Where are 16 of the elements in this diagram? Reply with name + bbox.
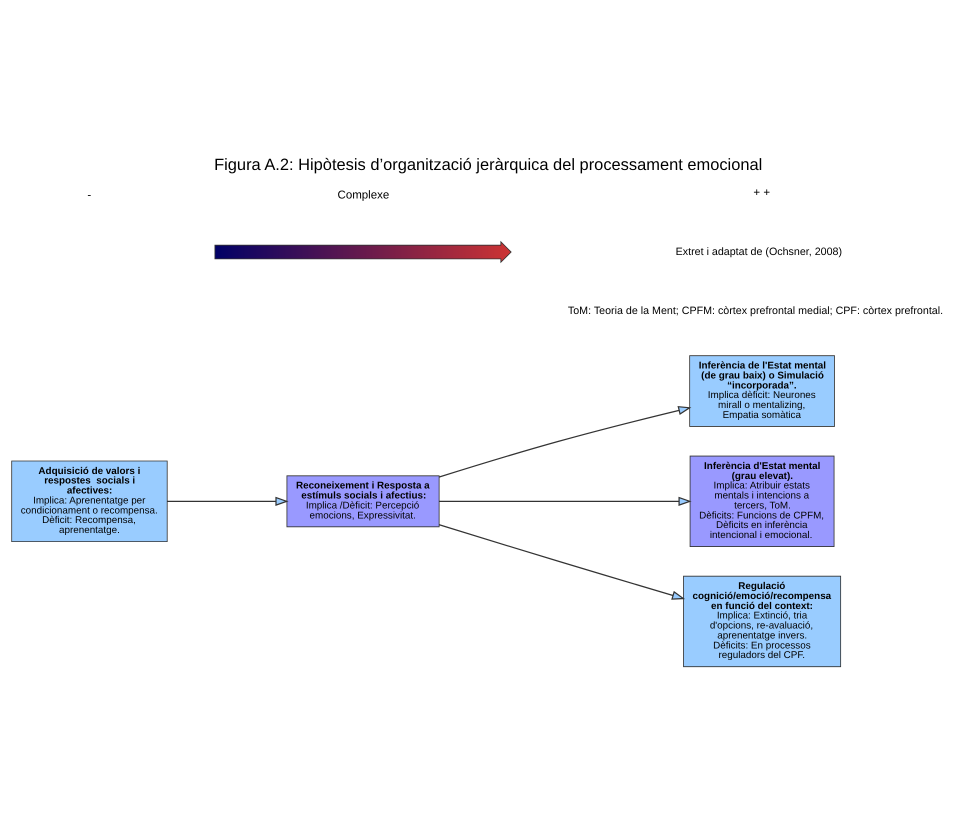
node-box: Regulació cognició/emoció/recompensa en funció del context: Implica: Extinció, tria d'opcions, re-avaluació, aprenentatge invers. Dèficits: En processos reguladors del CPF. bbox=[683, 575, 842, 667]
arrow bbox=[439, 405, 692, 478]
node-box: Adquisició de valors i respostes socials i afectives: Implica: Aprenentatge per condicionament o recompensa. Dèficit: Recompensa, aprenentatge. bbox=[11, 460, 168, 542]
label: + + bbox=[753, 186, 770, 198]
label: Extret i adaptat de (Ochsner, 2008) bbox=[676, 245, 842, 258]
node-box: Inferència de l'Estat mental (de grau baix) o Simulació “incorporada”. Implica dèficit: Neurones mirall o mentalizing, Empatia somàtica bbox=[689, 354, 835, 426]
label: Complexe bbox=[338, 188, 390, 201]
node-box: Inferència d'Estat mental (grau elevat). Implica: Atribuir estats mentals i intencions a tercers, ToM. Dèficits: Funcions de CPFM, Dèficits en inferència intencional i emocional. bbox=[690, 455, 834, 546]
arrow bbox=[439, 524, 686, 600]
arrow bbox=[167, 496, 289, 506]
label: - bbox=[87, 188, 92, 201]
label: ToM: Teoria de la Ment; CPFM: còrtex prefrontal medial; CPF: còrtex prefrontal. bbox=[568, 304, 944, 317]
diagram-title: Figura A.2: Hipòtesis d’organització jeràrquica del processament emocional bbox=[214, 155, 762, 174]
node-arrow bbox=[214, 240, 512, 263]
node-box: Reconeixement i Resposta a estímuls socials i afectius: Implica /Dèficit: Percepció emocions, Expressivitat. bbox=[286, 474, 440, 527]
arrow bbox=[439, 496, 692, 506]
